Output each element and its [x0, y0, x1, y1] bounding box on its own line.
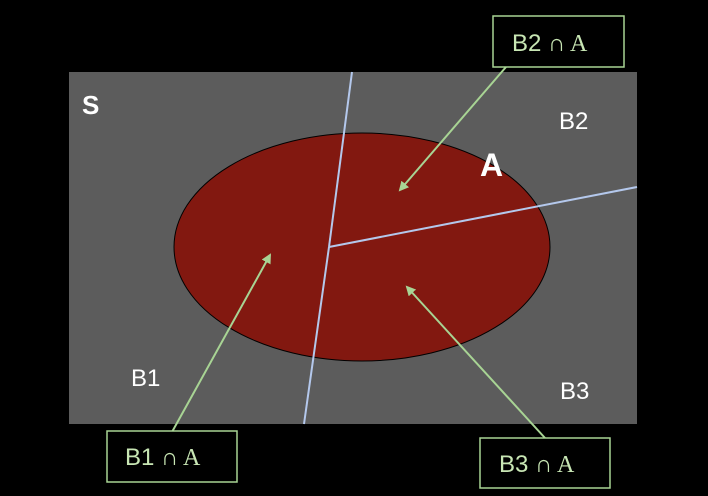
b3-and-a-intersection: ∩ A: [535, 452, 575, 478]
partition-line-b1-b3: [303, 246, 330, 425]
sample-space-label: S: [82, 90, 99, 120]
b2-and-a-set: B2: [512, 30, 548, 57]
b2-and-a-callout: B2 ∩ A: [492, 15, 625, 68]
b1-and-a-set: B1: [125, 444, 161, 471]
b3-and-a-box: [479, 437, 611, 489]
b1-and-a-arrow: [171, 253, 271, 433]
partition-line-b2-b3: [328, 186, 638, 248]
event-a-ellipse: [173, 132, 551, 362]
b3-and-a-callout: B3 ∩ A: [479, 437, 611, 489]
b3-and-a-arrow: [405, 285, 546, 439]
b2-and-a-box: [492, 15, 625, 68]
b2-and-a-text: B2 ∩ A: [512, 30, 588, 57]
partition-b3-label: B3: [560, 378, 589, 405]
partition-line-b1-b2: [328, 71, 353, 248]
partition-b1-label: B1: [131, 365, 160, 392]
event-a-label: A: [480, 147, 503, 183]
b1-and-a-text: B1 ∩ A: [125, 444, 201, 471]
b2-and-a-arrow: [398, 59, 513, 192]
b1-and-a-box: [106, 430, 238, 483]
b2-and-a-intersection: ∩ A: [548, 31, 588, 57]
b3-and-a-text: B3 ∩ A: [499, 451, 575, 478]
partition-b2-label: B2: [559, 108, 588, 135]
b1-and-a-intersection: ∩ A: [161, 445, 201, 471]
b3-and-a-set: B3: [499, 451, 535, 478]
b1-and-a-callout: B1 ∩ A: [106, 430, 238, 483]
